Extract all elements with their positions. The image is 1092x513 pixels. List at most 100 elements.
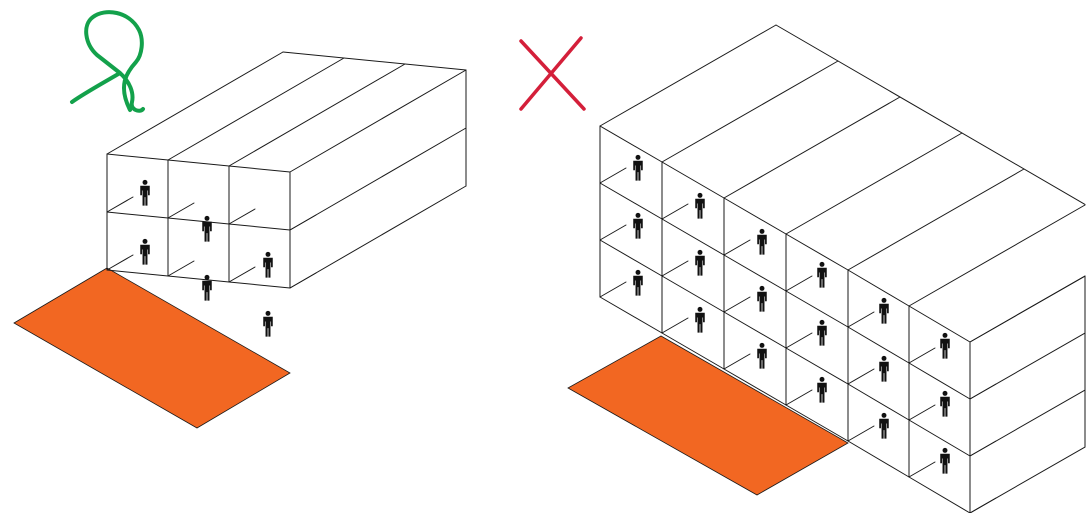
person-icon <box>879 355 889 382</box>
person-icon <box>879 412 889 439</box>
inner-edge <box>908 461 936 478</box>
low-rise-block-diagram <box>13 10 467 429</box>
floor-edge <box>228 223 291 231</box>
person-icon <box>757 285 767 312</box>
floor-edge <box>908 419 971 457</box>
person-icon <box>263 251 273 278</box>
floor-edge <box>106 269 169 277</box>
inner-edge <box>106 254 134 271</box>
inner-edge <box>106 196 134 213</box>
inner-edge <box>969 440 997 457</box>
roof-back-edge <box>775 24 1086 205</box>
depth-edge <box>106 51 284 155</box>
floor-edge <box>599 239 663 277</box>
depth-edge <box>847 168 1025 271</box>
open-ground-plot <box>567 335 849 496</box>
person-icon <box>633 212 643 239</box>
inner-edge <box>167 260 195 277</box>
inner-edge <box>661 317 689 334</box>
floor-edge <box>599 125 663 163</box>
inner-edge <box>847 425 875 442</box>
occupants-group <box>140 179 273 337</box>
depth-edge <box>723 96 901 199</box>
inner-edge <box>661 203 689 220</box>
person-icon <box>695 192 705 219</box>
person-icon <box>263 310 273 337</box>
person-icon <box>879 297 889 324</box>
roof-back-edge <box>282 51 467 71</box>
floor-edge <box>661 218 725 256</box>
inner-edge <box>723 353 751 370</box>
block-wireframe <box>599 24 1086 513</box>
person-icon <box>940 332 950 359</box>
inner-edge <box>908 404 936 421</box>
side-base-edge <box>289 185 467 289</box>
floor-edge <box>167 275 230 283</box>
inner-edge <box>228 208 256 225</box>
floor-edge <box>661 332 725 370</box>
depth-edge <box>599 24 777 127</box>
floor-edge <box>167 217 230 225</box>
block-wireframe <box>106 51 467 289</box>
depth-edge <box>785 132 963 235</box>
floor-edge <box>908 362 971 400</box>
inner-edge <box>228 266 256 283</box>
floor-edge <box>599 296 663 334</box>
floor-edge <box>847 383 910 421</box>
person-icon <box>817 319 827 346</box>
floor-edge <box>847 269 910 307</box>
inner-edge <box>908 347 936 364</box>
inner-edge <box>599 224 627 241</box>
person-icon <box>940 390 950 417</box>
floor-edge <box>785 347 849 385</box>
inner-edge <box>723 239 751 256</box>
floor-edge <box>785 233 849 271</box>
floor-edge <box>723 368 787 406</box>
depth-edge <box>228 63 406 167</box>
floor-edge <box>599 182 663 220</box>
floor-edge <box>228 165 291 173</box>
inner-edge <box>599 167 627 184</box>
floor-edge <box>228 281 291 289</box>
inner-edge <box>723 296 751 313</box>
inner-edge <box>969 383 997 400</box>
floor-edge <box>106 211 169 219</box>
person-icon <box>633 269 643 296</box>
inner-edge <box>661 260 689 277</box>
floor-edge <box>661 275 725 313</box>
floor-edge <box>106 153 169 161</box>
inner-edge <box>785 275 813 292</box>
depth-edge <box>661 60 839 163</box>
x-cross-icon <box>519 36 586 111</box>
floor-edge <box>661 161 725 199</box>
inner-edge <box>785 389 813 406</box>
floor-edge <box>785 290 849 328</box>
inner-edge <box>167 202 195 219</box>
side-floor-edge <box>289 127 467 231</box>
person-icon <box>940 447 950 474</box>
floor-edge <box>723 311 787 349</box>
floor-edge <box>167 159 230 167</box>
floor-edge <box>847 440 910 478</box>
inner-edge <box>847 368 875 385</box>
inner-edge <box>289 272 317 289</box>
person-icon <box>140 179 150 206</box>
occupants-group <box>633 154 950 474</box>
depth-edge <box>167 57 345 161</box>
person-icon <box>695 249 705 276</box>
inner-edge <box>969 497 997 513</box>
person-icon <box>633 154 643 181</box>
floor-edge <box>847 326 910 364</box>
person-icon <box>757 342 767 369</box>
person-icon <box>202 215 212 242</box>
side-floor-edge <box>969 275 1086 343</box>
person-icon <box>202 274 212 301</box>
person-icon <box>757 228 767 255</box>
depth-edge <box>289 69 467 173</box>
floor-edge <box>908 476 971 513</box>
inner-edge <box>599 281 627 298</box>
inner-edge <box>847 311 875 328</box>
loop-check-icon <box>70 10 145 113</box>
floor-edge <box>785 404 849 442</box>
